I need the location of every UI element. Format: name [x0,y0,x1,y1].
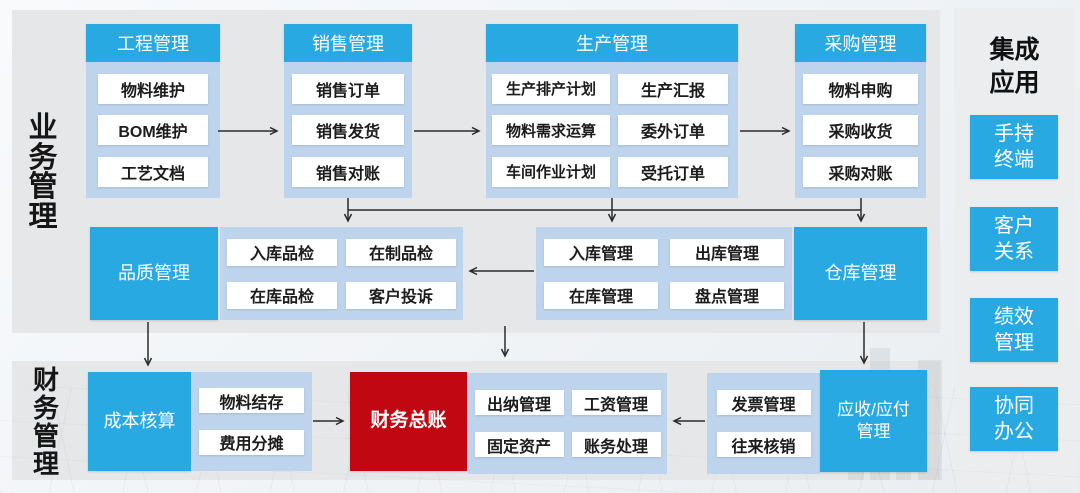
purchase-receipt-box: 采购收货 [803,115,918,145]
accounting-processing-box: 账务处理 [571,432,661,457]
payroll-management-box: 工资管理 [571,390,661,415]
invoice-management-box: 发票管理 [716,390,811,415]
workshop-plan-box: 车间作业计划 [492,156,610,187]
cashier-container: 出纳管理 工资管理 固定资产 账务处理 [468,373,667,474]
fixed-assets-box: 固定资产 [474,432,564,457]
ar-ap-management-box: 应收/应付 管理 [820,370,927,472]
performance-management-box: 绩效 管理 [970,298,1058,362]
engineering-header: 工程管理 [86,24,220,62]
material-balance-box: 物料结存 [199,388,304,414]
invoice-container: 发票管理 往来核销 [707,373,820,474]
sales-order-box: 销售订单 [292,73,404,104]
production-container: 生产排产计划 物料需求运算 车间作业计划 生产汇报 委外订单 受托订单 [486,62,738,198]
engineering-container: 物料维护 BOM维护 工艺文档 [86,62,220,198]
integration-section-label: 集成 应用 [989,36,1040,97]
expense-allocation-box: 费用分摊 [199,429,304,455]
stocktaking-box: 盘点管理 [670,281,784,309]
general-ledger-box: 财务总账 [350,372,467,471]
stock-management-box: 在库管理 [544,281,658,309]
purchasing-header: 采购管理 [795,24,926,62]
quality-container: 入库品检 在制品检 在库品检 客户投诉 [220,227,463,320]
incoming-inspection-box: 入库品检 [227,238,337,266]
bom-maintenance-box: BOM维护 [98,115,208,145]
purchasing-container: 物料申购 采购收货 采购对账 [795,62,926,198]
handheld-terminal-box: 手持 终端 [970,115,1058,179]
cost-accounting-box: 成本核算 [88,372,191,471]
customer-complaint-box: 客户投诉 [346,281,456,309]
warehouse-management-box: 仓库管理 [794,227,927,320]
inprocess-inspection-box: 在制品检 [346,238,456,266]
material-requirement-box: 物料需求运算 [492,115,610,145]
inbound-management-box: 入库管理 [544,238,658,266]
collaboration-box: 协同 办公 [970,387,1058,451]
material-maintenance-box: 物料维护 [98,73,208,104]
finance-section-label: 财务管理 [32,365,59,480]
production-header: 生产管理 [486,24,738,62]
cost-container: 物料结存 费用分摊 [191,372,312,471]
process-document-box: 工艺文档 [98,156,208,187]
sales-delivery-box: 销售发货 [292,115,404,145]
business-section-label: 业务管理 [28,112,58,233]
outsourcing-order-box: 委外订单 [618,115,728,145]
warehouse-container: 入库管理 出库管理 在库管理 盘点管理 [536,227,792,320]
outbound-management-box: 出库管理 [670,238,784,266]
production-scheduling-box: 生产排产计划 [492,73,610,104]
sales-header: 销售管理 [284,24,412,62]
crm-box: 客户 关系 [970,207,1058,271]
production-report-box: 生产汇报 [618,73,728,104]
consignment-order-box: 受托订单 [618,156,728,187]
sales-container: 销售订单 销售发货 销售对账 [284,62,412,198]
material-requisition-box: 物料申购 [803,73,918,104]
cashier-management-box: 出纳管理 [474,390,564,415]
stock-inspection-box: 在库品检 [227,281,337,309]
sales-reconciliation-box: 销售对账 [292,156,404,187]
reconciliation-writeoff-box: 往来核销 [716,432,811,457]
quality-management-box: 品质管理 [90,227,218,320]
purchase-reconciliation-box: 采购对账 [803,156,918,187]
